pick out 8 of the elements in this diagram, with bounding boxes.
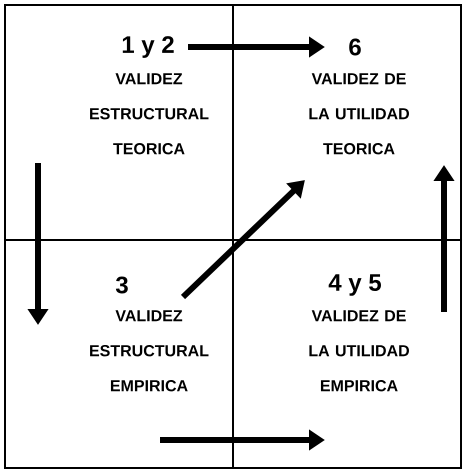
quadrant-title: VALIDEZ ESTRUCTURAL EMPIRICA <box>90 310 208 392</box>
step-number: 4 y 5 <box>328 274 381 296</box>
step-number: 3 <box>116 276 128 294</box>
step-number: 1 y 2 <box>122 36 174 58</box>
quadrant-title: VALIDEZ DE LA UTILIDAD TEORICA <box>309 73 409 154</box>
quadrant-title: VALIDEZ ESTRUCTURAL TEORICA <box>90 73 208 154</box>
quadrant-title: VALIDEZ DE LA UTILIDAD EMPIRICA <box>309 310 409 392</box>
step-number: 6 <box>349 38 361 56</box>
